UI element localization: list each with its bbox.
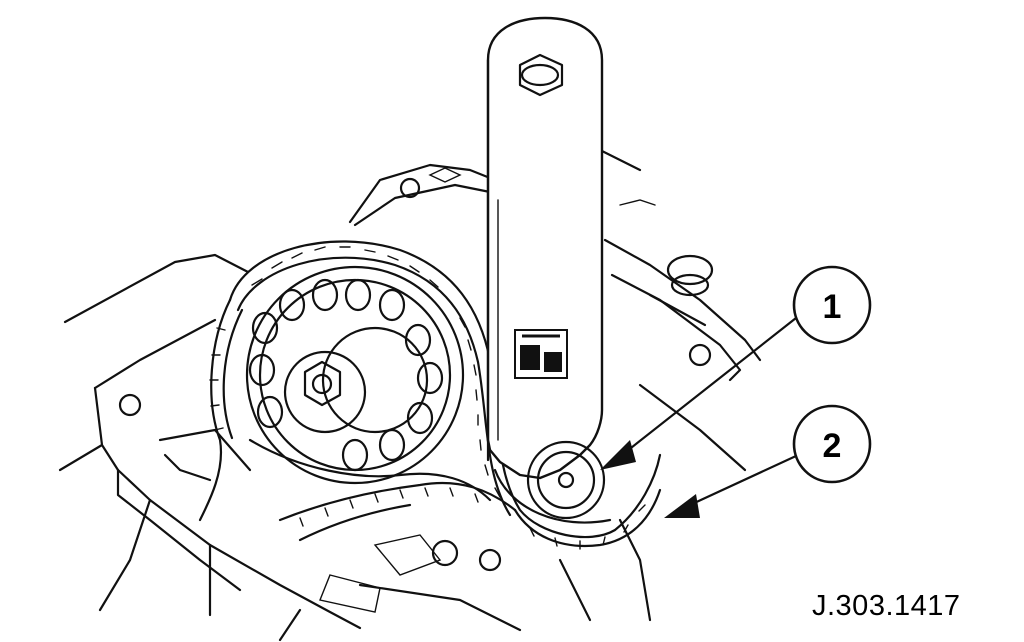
callout-2-label: 2: [823, 427, 842, 465]
callout-2: 2: [664, 404, 872, 518]
timing-chain: [198, 240, 662, 550]
reference-code: J.303.1417: [812, 590, 961, 622]
engine-housing: [58, 148, 762, 642]
callout-1-label: 1: [823, 288, 842, 326]
tensioner-wrench: [486, 16, 612, 524]
camshaft-sprocket: [245, 265, 465, 485]
arrow-head-1: [600, 440, 636, 470]
wrench-pin: [526, 440, 606, 520]
arrow-head-2: [664, 494, 700, 518]
callout-1: 1: [600, 265, 872, 470]
